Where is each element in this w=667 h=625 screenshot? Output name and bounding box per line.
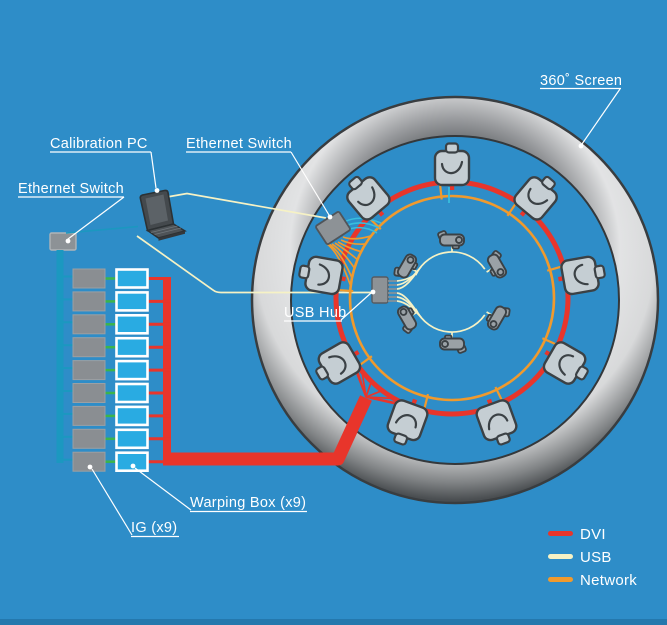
laptop-key-rows xyxy=(150,225,182,235)
usb-wire xyxy=(396,265,423,290)
legend-swatch-network xyxy=(548,577,573,582)
warping-box xyxy=(115,313,149,335)
pc-to-usb-hub-cable xyxy=(136,235,372,294)
network-wire xyxy=(340,239,367,246)
label-ethernet-switch-left: Ethernet Switch xyxy=(18,181,124,197)
warping-box xyxy=(115,405,149,427)
label-screen: 360˚ Screen xyxy=(540,73,622,89)
leader-usb-hub xyxy=(340,292,372,321)
ig-box xyxy=(72,314,106,335)
warping-box xyxy=(115,291,149,312)
ig-box xyxy=(72,451,106,472)
screen-ring-band xyxy=(252,97,658,503)
leader-dot xyxy=(87,464,93,470)
leader-calibration-pc xyxy=(150,151,157,189)
leader-dot xyxy=(65,238,71,244)
label-calibration-pc: Calibration PC xyxy=(50,136,148,152)
bottom-edge-shade xyxy=(0,619,667,625)
ethernet-switch-top-body xyxy=(315,211,351,245)
legend-item-usb: USB xyxy=(548,549,612,566)
laptop-display xyxy=(145,194,168,225)
dvi-fan-line xyxy=(365,381,373,398)
legend-swatch-dvi xyxy=(548,531,573,536)
legend: DVI USB Network xyxy=(548,526,637,589)
laptop-base-edge xyxy=(158,231,185,241)
network-wire xyxy=(328,243,353,279)
leader-dot xyxy=(578,143,584,149)
ig-box xyxy=(72,291,106,312)
pc-to-switch-cable xyxy=(166,192,327,219)
network-wire xyxy=(342,235,372,240)
dvi-fan-line xyxy=(361,370,367,398)
usb-hub-ports xyxy=(388,280,397,302)
legend-label-dvi: DVI xyxy=(580,526,606,543)
chain-rows xyxy=(60,268,171,473)
leader-ethernet-switch-top xyxy=(290,151,330,216)
ig-box xyxy=(72,383,106,403)
network-wire xyxy=(337,241,363,253)
leader-dot xyxy=(130,463,136,469)
warping-box xyxy=(115,382,149,404)
warping-box xyxy=(115,268,149,289)
dvi-fan-line xyxy=(365,389,383,398)
cyan-wire xyxy=(343,217,382,224)
usb-hub-body xyxy=(371,276,389,304)
dvi-thick-cable xyxy=(163,395,372,466)
switch-network-fan xyxy=(325,235,372,288)
legend-label-usb: USB xyxy=(580,549,612,566)
label-warping-box: Warping Box (x9) xyxy=(190,495,306,511)
screen-ring-outer-edge xyxy=(250,95,660,505)
ig-box xyxy=(72,337,106,358)
leader-dot xyxy=(327,214,333,220)
ig-box xyxy=(72,405,106,426)
warping-box xyxy=(115,336,149,358)
leader-warping-box xyxy=(134,467,192,511)
ethernet-switch-top-device xyxy=(315,211,351,245)
calibration-pc-laptop xyxy=(139,189,187,241)
text-labels: Calibration PC Ethernet Switch Ethernet … xyxy=(18,73,622,536)
network-wire xyxy=(334,242,359,261)
usb-hub-device xyxy=(371,276,397,304)
ig-box xyxy=(72,360,106,381)
legend-swatch-usb xyxy=(548,554,573,559)
render-chain xyxy=(56,250,171,473)
leader-ethernet-switch-left xyxy=(67,196,125,240)
warping-box xyxy=(115,359,149,381)
warping-box xyxy=(115,428,149,450)
legend-item-dvi: DVI xyxy=(548,526,606,543)
ig-box xyxy=(72,268,106,289)
legend-label-network: Network xyxy=(580,572,637,589)
network-wire xyxy=(331,243,356,270)
pc-usb-cables xyxy=(136,192,372,294)
screen-ring-inner-edge xyxy=(290,135,620,465)
ig-box xyxy=(72,428,106,449)
warping-box xyxy=(115,451,149,473)
label-usb-hub: USB Hub xyxy=(284,305,347,321)
screen-ring xyxy=(250,95,660,505)
leader-dot xyxy=(154,188,160,193)
legend-item-network: Network xyxy=(548,572,637,589)
leader-dot xyxy=(370,289,376,295)
label-ig: IG (x9) xyxy=(131,520,177,536)
leader-ig xyxy=(91,468,133,536)
label-ethernet-switch-top: Ethernet Switch xyxy=(186,136,292,152)
callouts xyxy=(18,87,621,538)
network-ring xyxy=(348,194,556,402)
leader-screen xyxy=(581,88,621,145)
